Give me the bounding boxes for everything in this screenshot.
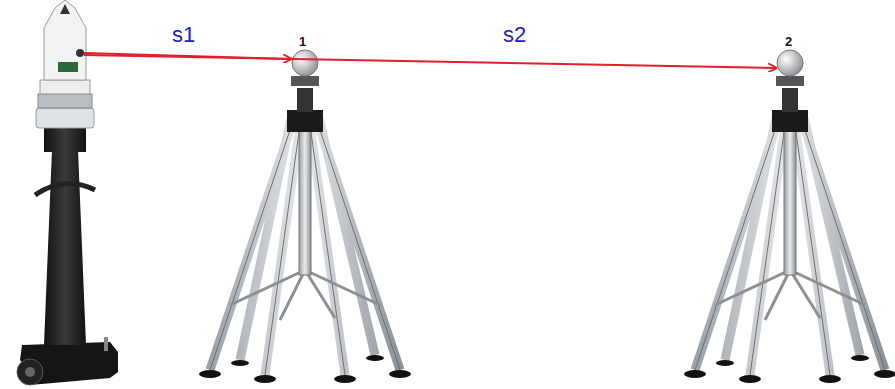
laser-tracker: [17, 0, 118, 385]
distance-arrow: [84, 55, 776, 68]
tripod: [199, 50, 411, 383]
distance-label: s1: [172, 24, 195, 46]
distance-label: s2: [503, 24, 526, 46]
callout-number: 1: [299, 35, 306, 48]
tripod: [684, 50, 895, 383]
callout-number: 2: [785, 35, 792, 48]
